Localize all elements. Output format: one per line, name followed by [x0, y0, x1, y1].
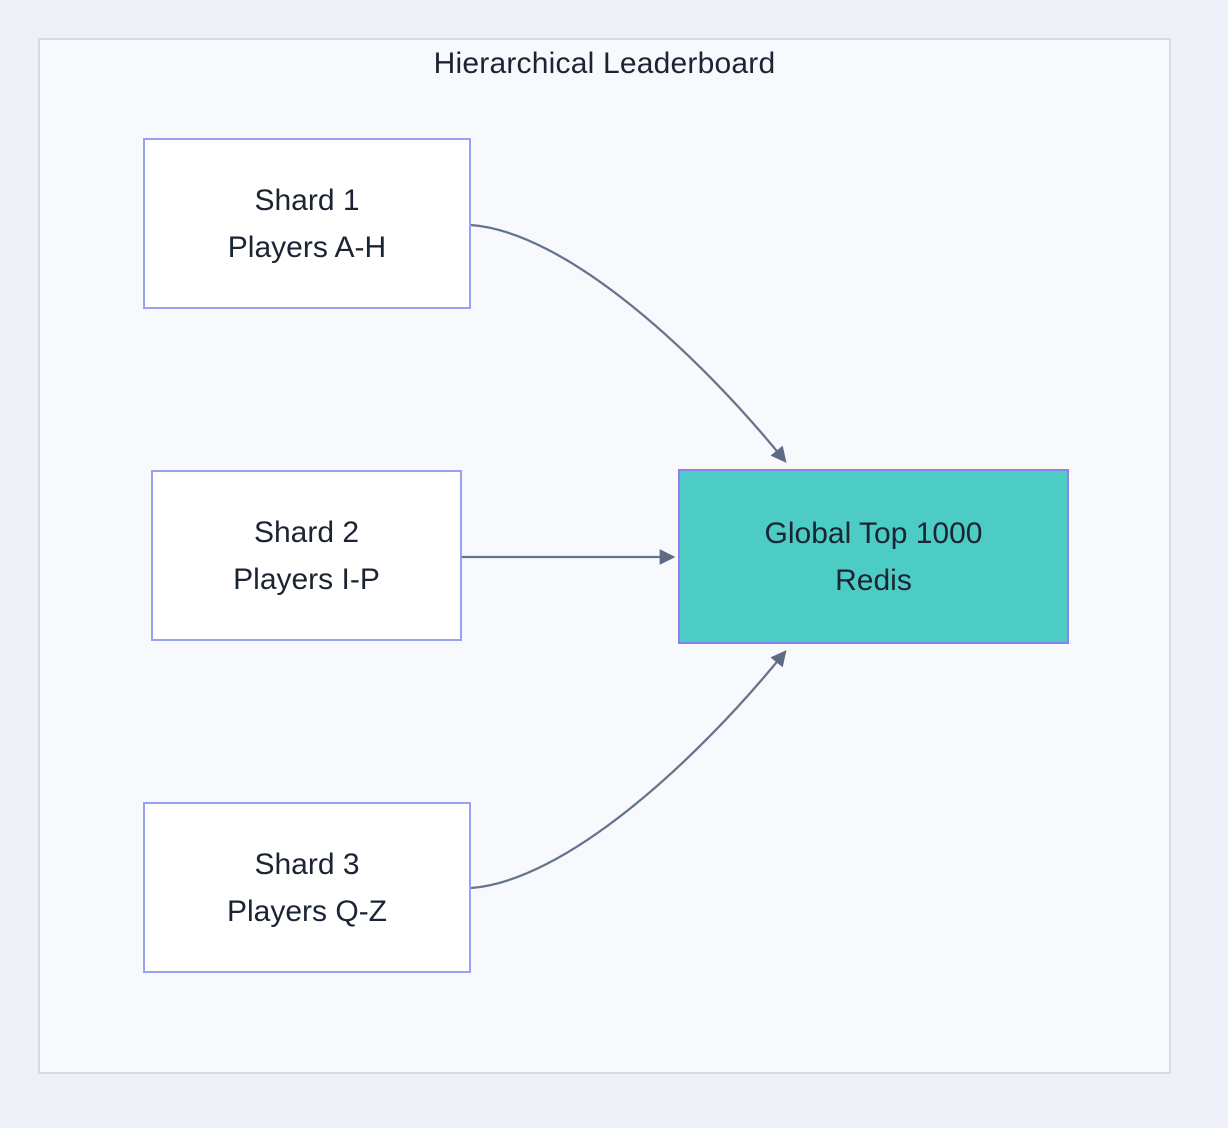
node-shard-3: Shard 3 Players Q-Z [143, 802, 471, 973]
node-shard-2: Shard 2 Players I-P [151, 470, 462, 641]
node-shard-3-subtitle: Players Q-Z [226, 894, 388, 928]
node-shard-2-subtitle: Players I-P [233, 562, 380, 596]
node-shard-1-title: Shard 1 [254, 183, 360, 217]
node-shard-1: Shard 1 Players A-H [143, 138, 471, 309]
node-global-subtitle: Redis [835, 563, 912, 597]
node-shard-2-title: Shard 2 [253, 515, 360, 549]
node-shard-3-title: Shard 3 [254, 847, 360, 881]
diagram-title: Hierarchical Leaderboard [433, 47, 776, 80]
node-shard-1-subtitle: Players A-H [227, 230, 387, 264]
node-global-top-1000: Global Top 1000 Redis [678, 469, 1069, 644]
node-global-title: Global Top 1000 [764, 516, 983, 550]
